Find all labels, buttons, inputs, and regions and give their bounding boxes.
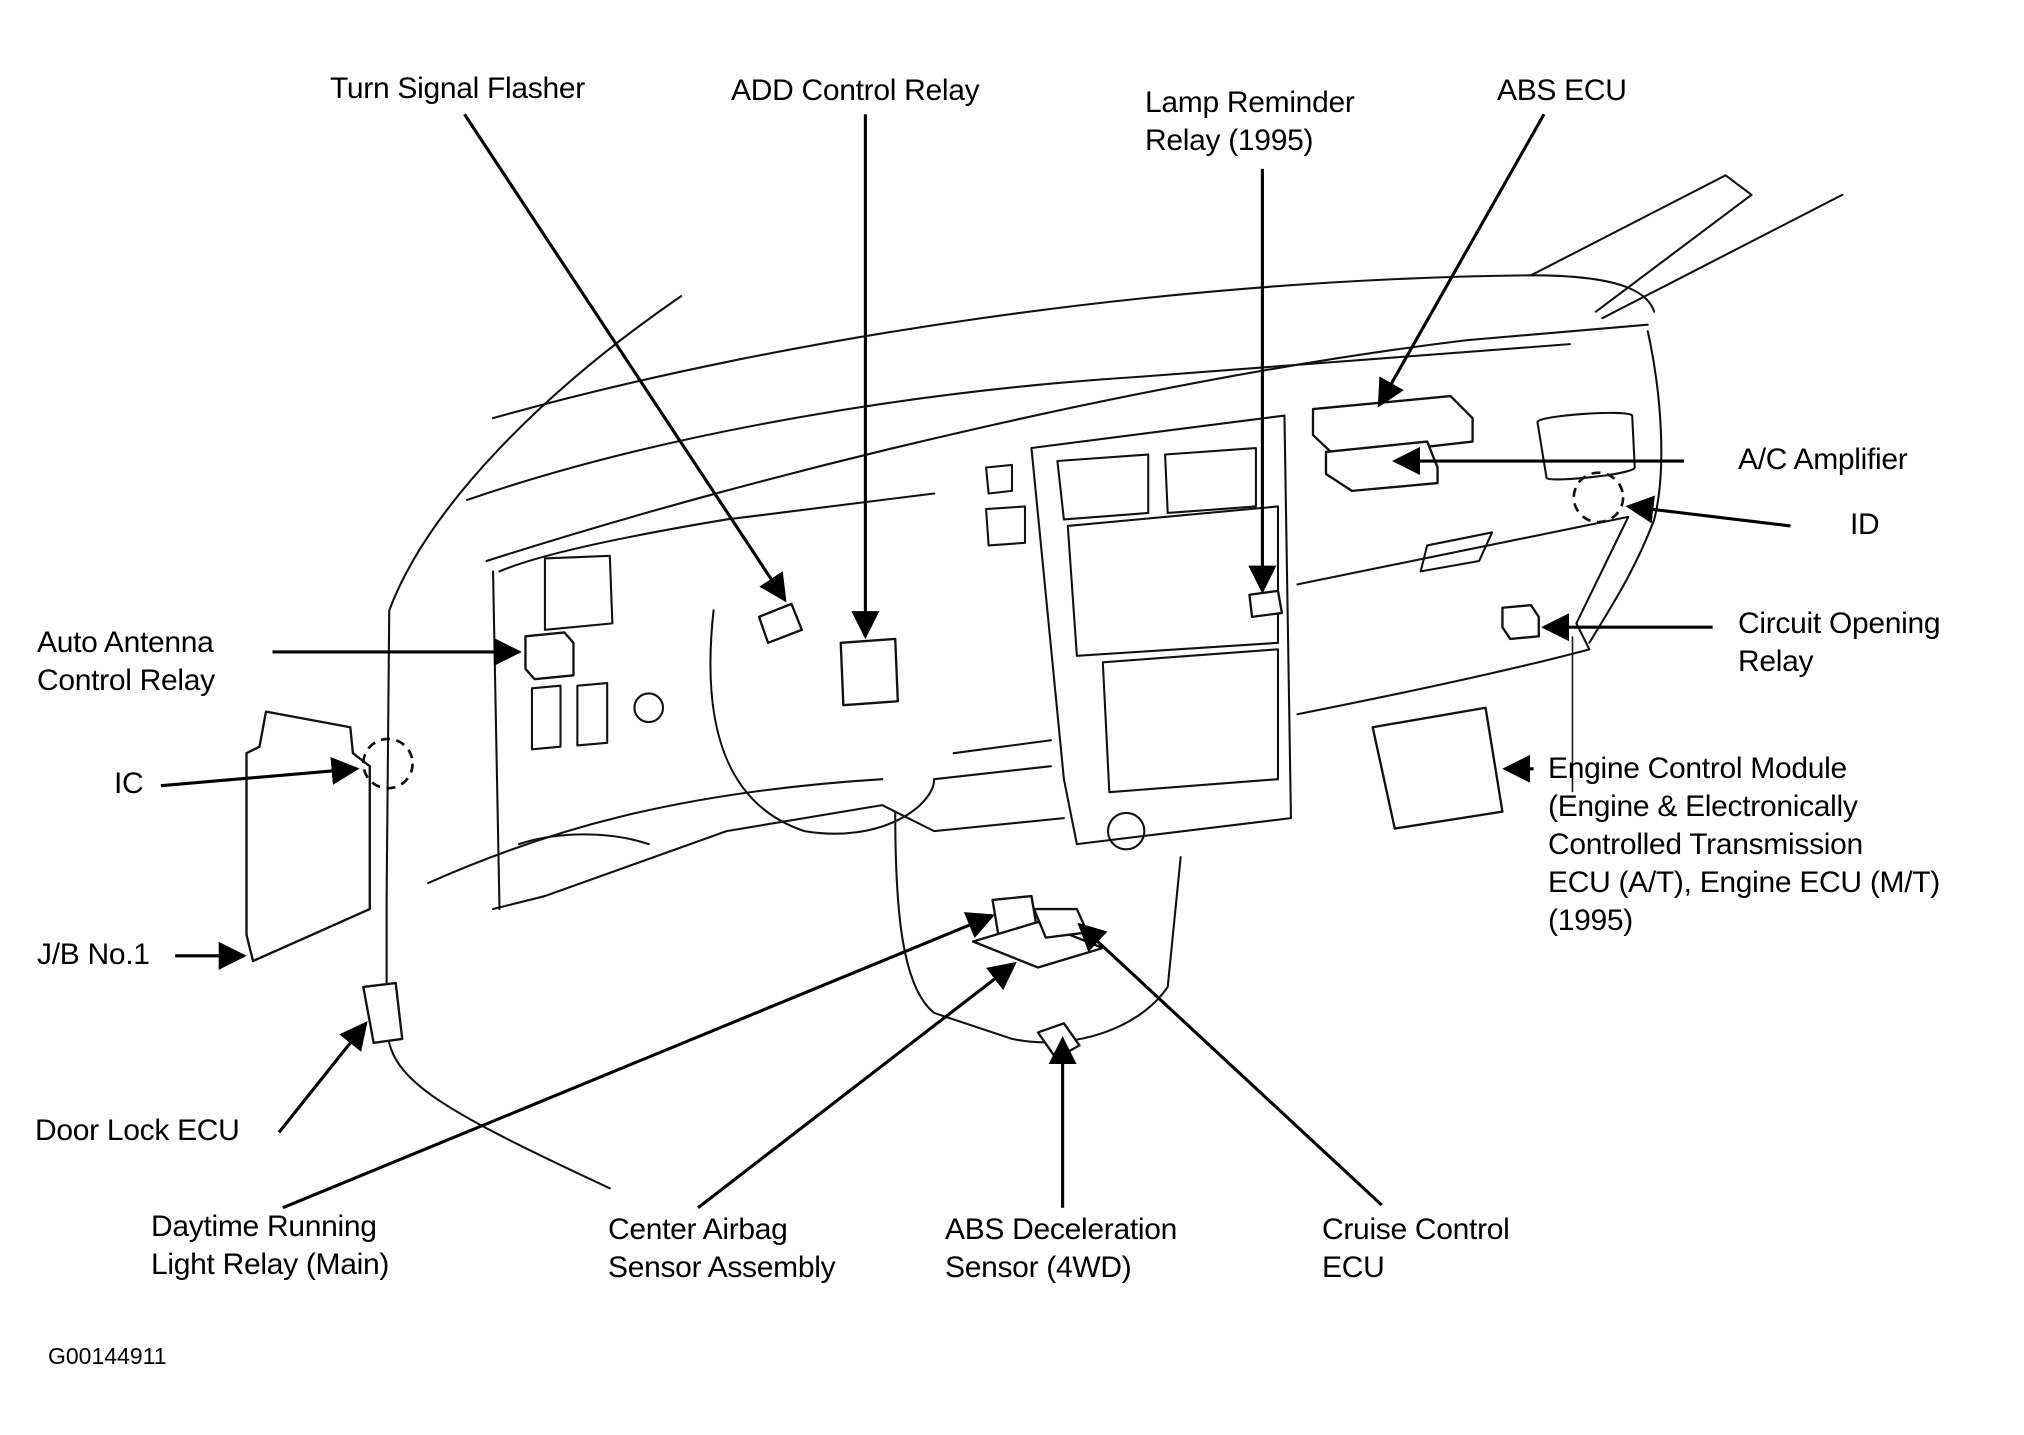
- label-lamp-reminder-relay: Lamp Reminder Relay (1995): [1145, 86, 1355, 157]
- turn-signal-flasher-shape: [757, 602, 803, 644]
- add-relay-shape: [839, 637, 899, 707]
- auto-antenna-relay-shape: [524, 631, 575, 681]
- label-door-lock-ecu: Door Lock ECU: [35, 1114, 240, 1147]
- label-jb-no1: J/B No.1: [37, 938, 150, 971]
- label-circuit-opening-relay: Circuit Opening Relay: [1738, 607, 1941, 678]
- dashboard-outline: [385, 174, 1844, 1190]
- abs-ecu-shape: [1311, 394, 1474, 459]
- figure-code: G00144911: [48, 1343, 167, 1369]
- jb-no1-shape: [245, 710, 371, 963]
- door-lock-ecu-shape: [362, 981, 404, 1044]
- lamp-reminder-relay-shape: [1248, 589, 1284, 619]
- label-ic: IC: [114, 767, 144, 800]
- id-connector-marker: [1572, 471, 1625, 524]
- label-engine-control-module: Engine Control Module (Engine & Electron…: [1548, 752, 1940, 937]
- label-abs-ecu: ABS ECU: [1497, 74, 1627, 107]
- abs-decel-sensor-shape: [1036, 1022, 1081, 1060]
- label-add-control-relay: ADD Control Relay: [731, 74, 980, 107]
- label-drl-relay: Daytime Running Light Relay (Main): [151, 1210, 390, 1281]
- component-shapes: [245, 394, 1625, 1060]
- label-id: ID: [1850, 508, 1880, 541]
- label-abs-deceleration-sensor: ABS Deceleration Sensor (4WD): [945, 1213, 1177, 1284]
- circuit-opening-relay-shape: [1501, 603, 1540, 641]
- label-cruise-control-ecu: Cruise Control ECU: [1322, 1213, 1510, 1284]
- ecm-shape: [1371, 706, 1504, 830]
- label-ac-amplifier: A/C Amplifier: [1738, 443, 1908, 476]
- leader-lines: [160, 113, 1791, 1210]
- label-turn-signal-flasher: Turn Signal Flasher: [330, 72, 585, 105]
- ic-connector-marker: [361, 737, 414, 790]
- label-center-airbag-sensor: Center Airbag Sensor Assembly: [608, 1213, 836, 1284]
- label-auto-antenna-control-relay: Auto Antenna Control Relay: [37, 626, 215, 697]
